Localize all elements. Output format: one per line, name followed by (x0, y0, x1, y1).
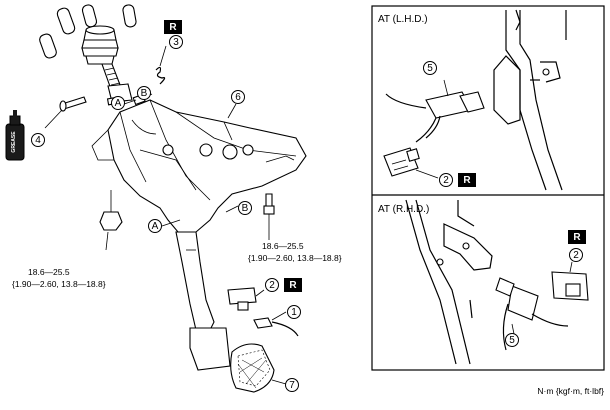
callout-4: 4 (31, 133, 45, 147)
svg-text:B: B (141, 88, 148, 99)
callout-5-rhd: 5 (505, 333, 519, 347)
callout-A-upper: A (111, 96, 125, 110)
callout-2-rhd: 2 (569, 248, 583, 262)
callout-6: 6 (231, 90, 245, 104)
svg-text:5: 5 (509, 335, 515, 346)
inset-panel (371, 5, 605, 371)
pedal-bracket (91, 99, 307, 233)
inset-lhd-title: AT (L.H.D.) (378, 14, 428, 25)
sensor-part (253, 311, 299, 337)
spray-can-icon: GREASE (5, 110, 25, 161)
lhd-switch-drawing (383, 79, 485, 179)
replace-badge-main-connector: R (284, 278, 302, 292)
callout-7: 7 (285, 378, 299, 392)
units-note: N·m {kgf·m, ft·lbf} (537, 386, 604, 396)
svg-text:6: 6 (235, 92, 241, 103)
callout-B-lower: B (238, 201, 252, 215)
replace-badge-rhd: R (568, 230, 586, 244)
svg-text:R: R (169, 22, 177, 33)
callout-2-lhd: 2 (439, 173, 453, 187)
replace-badge-top: R (164, 20, 182, 34)
torque-left-units: {1.90—2.60, 13.8—18.8} (12, 279, 106, 289)
svg-text:7: 7 (289, 380, 295, 391)
torque-right-value: 18.6—25.5 (262, 241, 304, 251)
callout-5-lhd: 5 (423, 61, 437, 75)
svg-text:2: 2 (269, 280, 275, 291)
clip-part (155, 66, 166, 85)
svg-text:2: 2 (573, 250, 579, 261)
callout-3: 3 (169, 35, 183, 49)
svg-text:A: A (115, 98, 122, 109)
svg-text:R: R (289, 280, 297, 291)
svg-text:3: 3 (173, 37, 179, 48)
svg-text:B: B (242, 203, 249, 214)
brake-pedal-arm (175, 231, 231, 371)
nut-part (99, 190, 123, 231)
replace-badge-lhd: R (458, 173, 476, 187)
svg-text:5: 5 (427, 63, 433, 74)
connector-part (227, 287, 265, 311)
callout-1: 1 (287, 305, 301, 319)
bolt-right-part (263, 193, 275, 215)
rhd-switch-drawing (495, 261, 589, 351)
svg-text:2: 2 (443, 175, 449, 186)
pedal-pad (230, 343, 287, 393)
lhd-bracket-drawing (493, 9, 567, 191)
svg-text:4: 4 (35, 135, 41, 146)
svg-text:A: A (152, 221, 159, 232)
spray-can-label: GREASE (11, 131, 17, 153)
torque-right-units: {1.90—2.60, 13.8—18.8} (248, 253, 342, 263)
svg-text:R: R (463, 175, 471, 186)
callout-B-upper: B (137, 86, 151, 100)
svg-text:R: R (573, 232, 581, 243)
callout-2-main: 2 (265, 278, 279, 292)
svg-text:1: 1 (291, 307, 297, 318)
rhd-bracket-drawing (405, 199, 493, 365)
bolt-part (59, 96, 87, 112)
switch-boot-group (39, 4, 137, 103)
callout-A-lower: A (148, 219, 162, 233)
inset-rhd-title: AT (R.H.D.) (378, 204, 429, 215)
torque-left-value: 18.6—25.5 (28, 267, 70, 277)
